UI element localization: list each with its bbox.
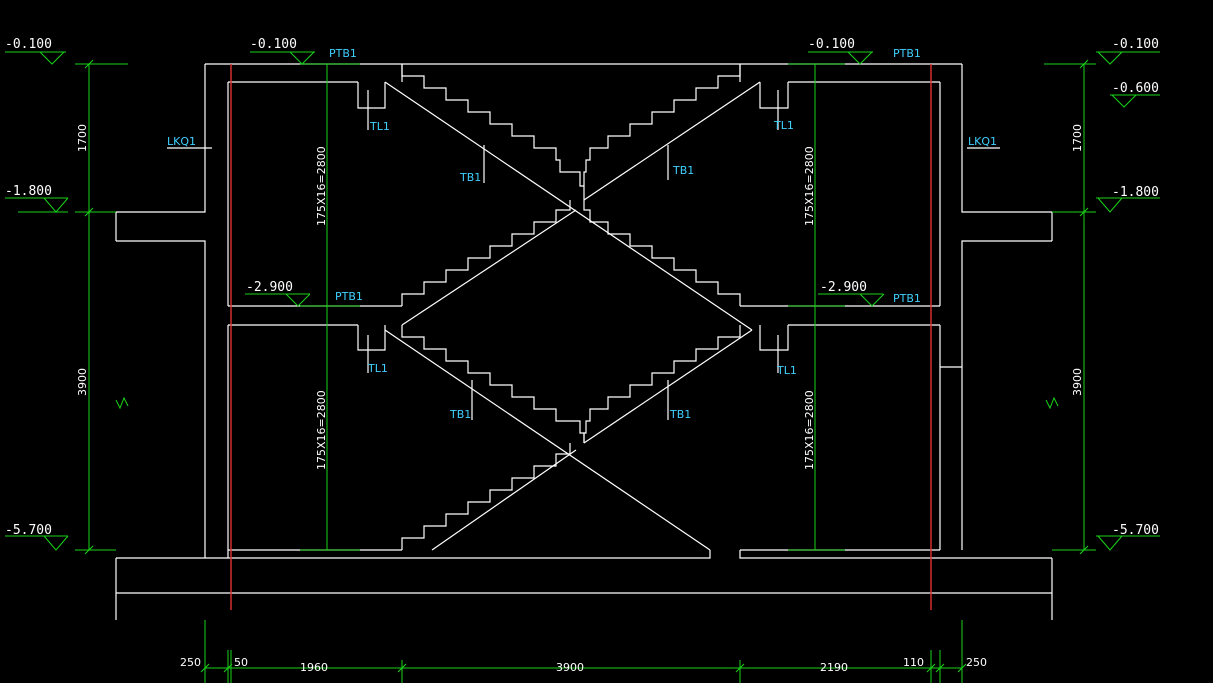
- stair-flights: [384, 64, 761, 551]
- leader-lines: [167, 90, 1000, 420]
- dim-right-3900: 3900: [1071, 368, 1084, 396]
- member-labels: PTB1 PTB1 PTB1 PTB1 TL1 TL1 TL1 TL1 TB1 …: [167, 47, 997, 421]
- label-tb1-upper-right: TB1: [672, 164, 694, 177]
- elev-inner-left-mid: -2.900: [246, 280, 293, 295]
- elevation-labels: -0.100 -1.800 -5.700 -0.100 -2.900 -0.10…: [5, 37, 1159, 538]
- label-ptb1-top-right: PTB1: [893, 47, 921, 60]
- axis-lines: [230, 64, 932, 610]
- dim-h-0: 250: [180, 656, 201, 669]
- label-tl1-lower-left: TL1: [367, 362, 388, 375]
- dim-left-3900: 3900: [76, 368, 89, 396]
- dimension-lines: [5, 51, 1160, 683]
- horizontal-dimension-text: 250 50 1960 3900 2190 110 250: [180, 656, 987, 674]
- dim-h-4: 2190: [820, 661, 848, 674]
- dim-h-3: 3900: [556, 661, 584, 674]
- label-lkq1-left: LKQ1: [167, 135, 196, 148]
- structure-lines: [115, 63, 1053, 620]
- elev-right-0600: -0.600: [1112, 81, 1159, 96]
- dim-flight-upper-right: 175X16=2800: [803, 146, 816, 226]
- dim-h-2: 1960: [300, 661, 328, 674]
- label-ptb1-mid-left: PTB1: [335, 290, 363, 303]
- elev-inner-right-mid: -2.900: [820, 280, 867, 295]
- label-ptb1-top-left: PTB1: [329, 47, 357, 60]
- label-tl1-lower-right: TL1: [776, 364, 797, 377]
- dim-h-6: 250: [966, 656, 987, 669]
- label-tl1-upper-left: TL1: [369, 120, 390, 133]
- dim-h-1: 50: [234, 656, 248, 669]
- elev-right-1800: -1.800: [1112, 185, 1159, 200]
- dim-h-5: 110: [903, 656, 924, 669]
- label-ptb1-mid-right: PTB1: [893, 292, 921, 305]
- dim-right-1700: 1700: [1071, 124, 1084, 152]
- label-lkq1-right: LKQ1: [968, 135, 997, 148]
- label-tl1-upper-right: TL1: [773, 119, 794, 132]
- label-tb1-lower-left: TB1: [449, 408, 471, 421]
- dim-flight-lower-right: 175X16=2800: [803, 390, 816, 470]
- dim-flight-lower-left: 175X16=2800: [315, 390, 328, 470]
- dim-left-1700: 1700: [76, 124, 89, 152]
- dim-flight-upper-left: 175X16=2800: [315, 146, 328, 226]
- elev-left-top: -0.100: [5, 37, 52, 52]
- elev-inner-left-top: -0.100: [250, 37, 297, 52]
- elev-left-5700: -5.700: [5, 523, 52, 538]
- elev-right-top: -0.100: [1112, 37, 1159, 52]
- elev-left-1800: -1.800: [5, 184, 52, 199]
- label-tb1-lower-right: TB1: [669, 408, 691, 421]
- vertical-dimension-text: 1700 3900 1700 3900 175X16=2800 175X16=2…: [76, 124, 1084, 470]
- label-tb1-upper-left: TB1: [459, 171, 481, 184]
- elev-right-5700: -5.700: [1112, 523, 1159, 538]
- elev-inner-right-top: -0.100: [808, 37, 855, 52]
